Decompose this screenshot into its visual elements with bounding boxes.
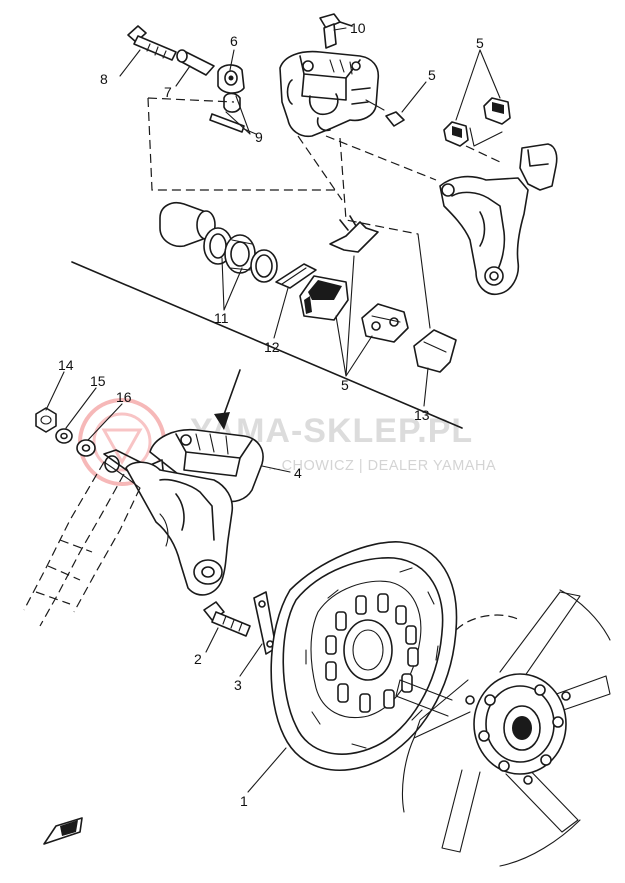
caliper-upper — [279, 50, 380, 138]
callout-12: 12 — [264, 339, 280, 355]
arrow-head — [214, 412, 230, 430]
pad-5 — [299, 275, 349, 321]
arrow-shaft — [221, 369, 241, 421]
callout-4: 4 — [294, 465, 302, 481]
swing-arm-outline — [23, 461, 141, 627]
shim-13 — [413, 329, 457, 373]
bolt-5 — [365, 99, 405, 127]
callout-1: 1 — [240, 793, 248, 809]
leader-lines — [45, 27, 501, 793]
callout-14: 14 — [58, 357, 74, 373]
pad-5-right — [361, 303, 409, 343]
bleed-screw-10 — [319, 13, 353, 49]
callout-16: 16 — [116, 389, 132, 405]
bolt-8 — [127, 25, 177, 61]
callout-2: 2 — [194, 651, 202, 667]
callout-9: 9 — [255, 129, 263, 145]
caliper-bracket-upper — [439, 143, 558, 296]
wheel-hub — [395, 589, 611, 867]
callout-5-bottom: 5 — [341, 377, 349, 393]
caliper-assembled — [103, 428, 264, 596]
callout-11: 11 — [214, 310, 229, 326]
callout-8: 8 — [100, 71, 108, 87]
nut-14 — [35, 407, 57, 433]
callout-7: 7 — [164, 84, 172, 100]
sleeve-7 — [176, 49, 215, 76]
washer-16 — [76, 439, 96, 457]
callout-5-top: 5 — [476, 35, 484, 51]
pad-clips-5 — [443, 97, 511, 147]
callout-3: 3 — [234, 677, 242, 693]
callout-10: 10 — [350, 20, 366, 36]
guide-lines — [147, 97, 501, 329]
arrow-front-icon — [43, 817, 83, 845]
pad-spring — [329, 215, 379, 253]
watermark-tagline: ...CHOWICZ | DEALER YAMAHA — [268, 458, 496, 474]
group-divider-line — [71, 261, 463, 429]
callout-15: 15 — [90, 373, 106, 389]
callouts: 8 7 6 10 5 5 9 11 12 5 13 14 15 16 4 2 3… — [58, 20, 484, 809]
callout-6: 6 — [230, 33, 238, 49]
callout-5-mid: 5 — [428, 67, 436, 83]
bolt-2 — [203, 601, 251, 637]
piston-11 — [159, 202, 278, 283]
callout-13: 13 — [414, 407, 430, 423]
shim-12 — [275, 263, 317, 289]
boot-6 — [217, 64, 245, 113]
washer-15 — [55, 428, 73, 444]
brake-disc-1 — [270, 541, 458, 772]
